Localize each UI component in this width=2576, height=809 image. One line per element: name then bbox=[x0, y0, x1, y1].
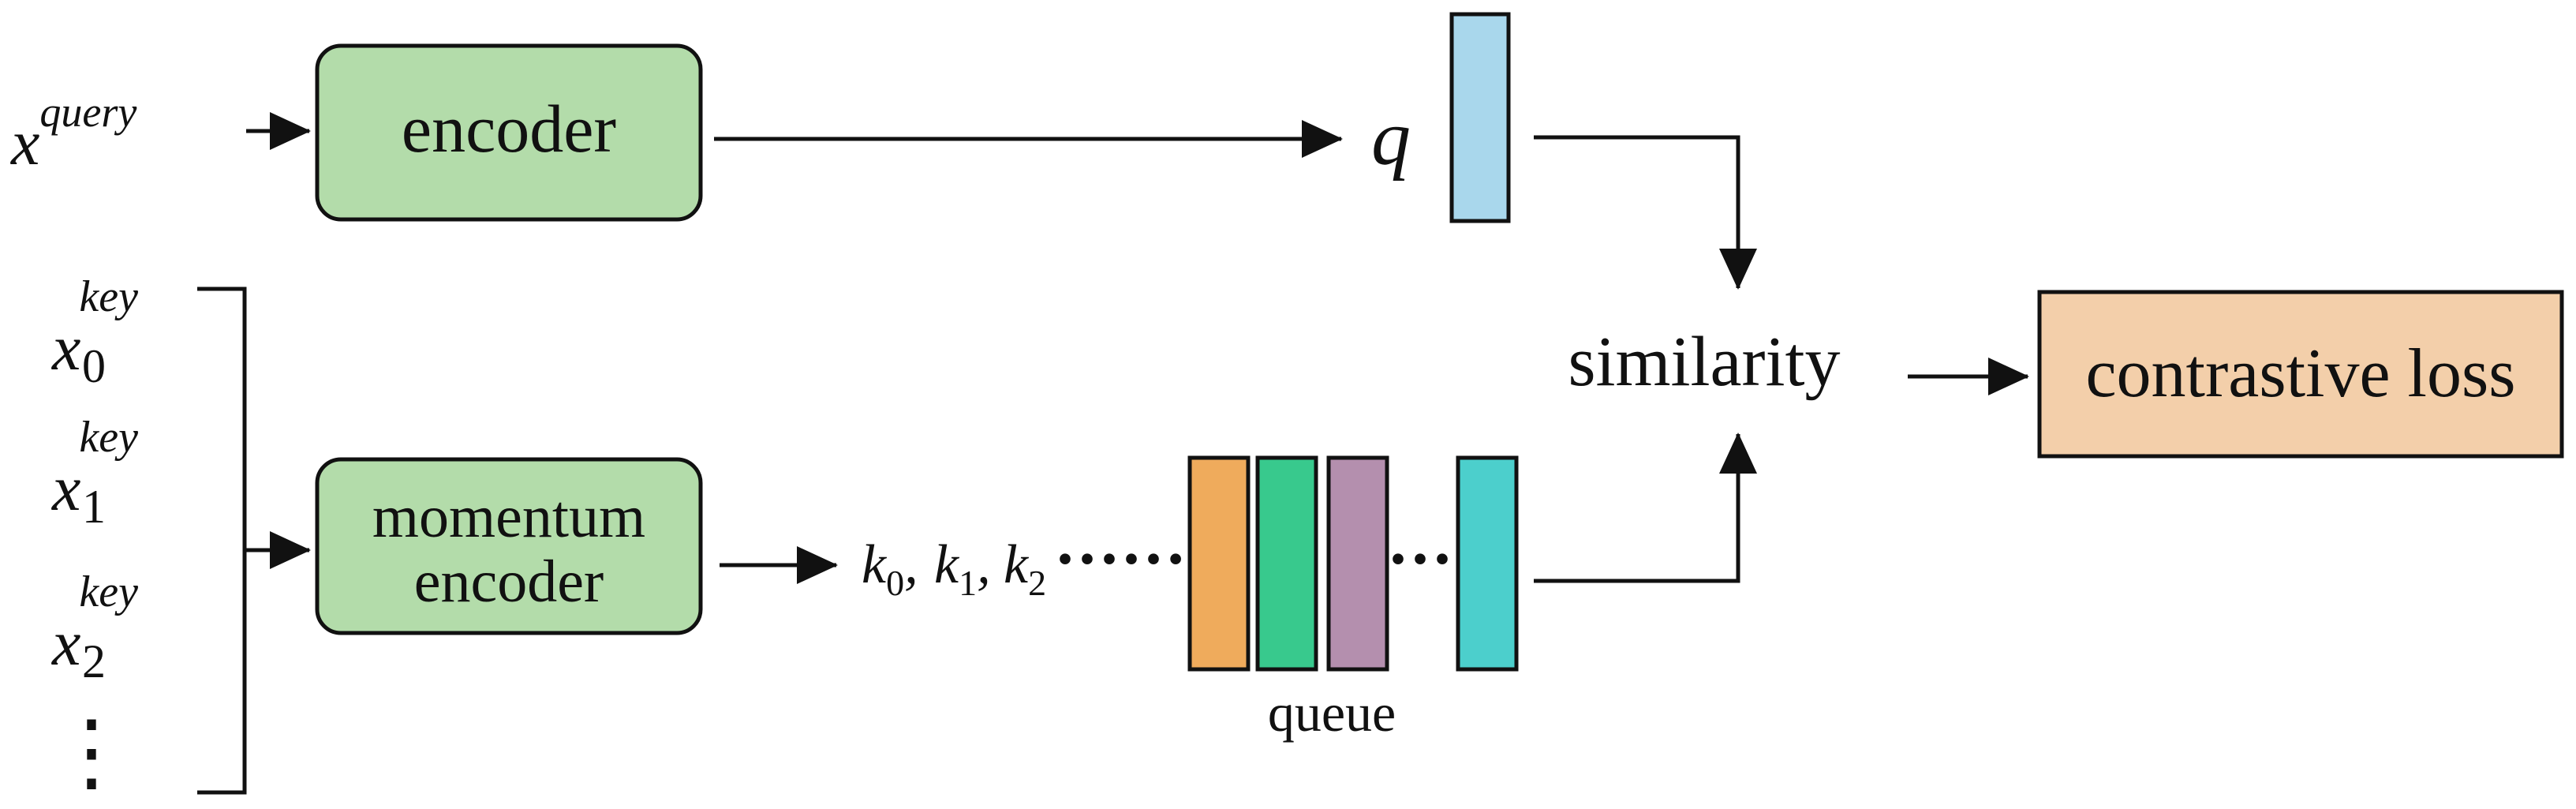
momentum-encoder-label-line1: momentum bbox=[372, 484, 645, 550]
svg-text:1: 1 bbox=[82, 481, 106, 533]
momentum-encoder-box: momentum encoder bbox=[315, 457, 703, 635]
similarity-label: similarity bbox=[1568, 323, 1841, 401]
key-input-0: xkey 0 bbox=[51, 272, 138, 392]
svg-text:0: 0 bbox=[82, 340, 106, 392]
svg-text:xkey: xkey bbox=[51, 413, 138, 524]
queue-bar-2 bbox=[1326, 455, 1389, 672]
key-sequence-ellipsis: ······ bbox=[1054, 522, 1187, 596]
key-input-1: xkey 1 bbox=[51, 413, 138, 533]
q-label: q bbox=[1371, 94, 1411, 182]
arrow-q-to-similarity bbox=[1534, 135, 1757, 290]
key-bracket bbox=[197, 287, 247, 795]
queue-gap-dots: ··· bbox=[1387, 522, 1453, 596]
queue-bar-1 bbox=[1255, 455, 1318, 672]
svg-text:2: 2 bbox=[82, 635, 106, 687]
svg-text:xquery: xquery bbox=[10, 88, 136, 178]
contrastive-loss-box: contrastive loss bbox=[2037, 290, 2564, 459]
arrow-queue-to-similarity bbox=[1534, 433, 1757, 583]
queue-bar-0 bbox=[1187, 455, 1251, 672]
svg-text:xkey: xkey bbox=[51, 567, 138, 679]
more-keys-ellipsis: ⋮ bbox=[48, 704, 135, 800]
query-input-label: xquery bbox=[10, 88, 136, 178]
contrastive-loss-box-shape bbox=[2037, 290, 2564, 459]
svg-text:xkey: xkey bbox=[51, 272, 138, 384]
key-k2: k2 bbox=[1004, 534, 1046, 603]
momentum-encoder-label-line2: encoder bbox=[414, 549, 604, 615]
encoder-box-shape bbox=[315, 43, 703, 222]
encoder-box: encoder bbox=[315, 43, 703, 222]
momentum-encoder-box-shape bbox=[315, 457, 703, 635]
queue-label: queue bbox=[1268, 683, 1396, 743]
queue-bar-3 bbox=[1456, 455, 1519, 672]
key-sequence: k0, k1, k2 ······ bbox=[862, 522, 1187, 603]
key-k1: k1, bbox=[934, 534, 991, 603]
key-input-2: xkey 2 bbox=[51, 567, 138, 687]
key-k0: k0, bbox=[862, 534, 918, 603]
contrastive-loss-label: contrastive loss bbox=[2085, 335, 2515, 412]
q-vector bbox=[1449, 12, 1511, 223]
encoder-label: encoder bbox=[402, 91, 616, 167]
